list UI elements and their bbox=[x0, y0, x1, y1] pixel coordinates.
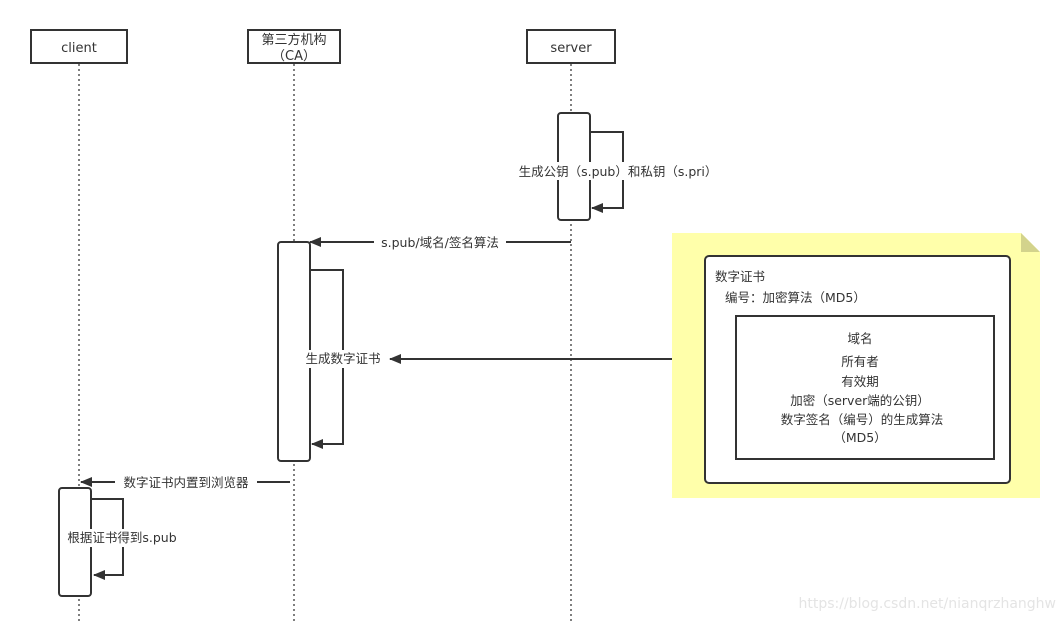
certificate-title: 数字证书 bbox=[715, 269, 765, 284]
message-label-server-self: 生成公钥（s.pub）和私钥（s.pri） bbox=[519, 164, 718, 179]
label-bg bbox=[61, 529, 183, 547]
note-fold-corner bbox=[1021, 233, 1040, 252]
message-label-ca-self: 生成数字证书 bbox=[305, 351, 380, 366]
participant-server[interactable]: server bbox=[526, 29, 616, 64]
participant-server-label: server bbox=[550, 41, 592, 56]
note-digital-certificate[interactable]: 数字证书 编号：加密算法（MD5） 域名 所有者 有效期 加密（server端的… bbox=[672, 233, 1040, 498]
message-label-server-to-ca: s.pub/域名/签名算法 bbox=[381, 235, 499, 250]
certificate-field: 数字签名（编号）的生成算法 bbox=[781, 412, 944, 427]
certificate-field: 所有者 bbox=[841, 354, 879, 369]
label-bg bbox=[374, 234, 506, 250]
label-bg bbox=[300, 350, 386, 368]
certificate-inner-box bbox=[735, 315, 995, 460]
certificate-field: （MD5） bbox=[833, 430, 886, 445]
participant-ca-label-line1: 第三方机构 bbox=[261, 32, 326, 48]
message-label-client-self: 根据证书得到s.pub bbox=[67, 530, 176, 545]
certificate-field: 有效期 bbox=[841, 374, 879, 389]
message-label-ca-to-client: 数字证书内置到浏览器 bbox=[123, 475, 249, 490]
certificate-field: 域名 bbox=[847, 331, 872, 346]
participant-client-label: client bbox=[61, 41, 97, 56]
label-bg bbox=[513, 162, 723, 180]
certificate-subtitle: 编号：加密算法（MD5） bbox=[725, 290, 866, 305]
participant-client[interactable]: client bbox=[30, 29, 128, 64]
watermark-text: https://blog.csdn.net/nianqrzhanghw bbox=[799, 596, 1057, 612]
certificate-field: 加密（server端的公钥） bbox=[790, 393, 930, 408]
participant-ca-label-line2: （CA） bbox=[272, 49, 316, 64]
label-bg bbox=[115, 474, 257, 490]
participant-ca[interactable]: 第三方机构 （CA） bbox=[247, 29, 341, 64]
